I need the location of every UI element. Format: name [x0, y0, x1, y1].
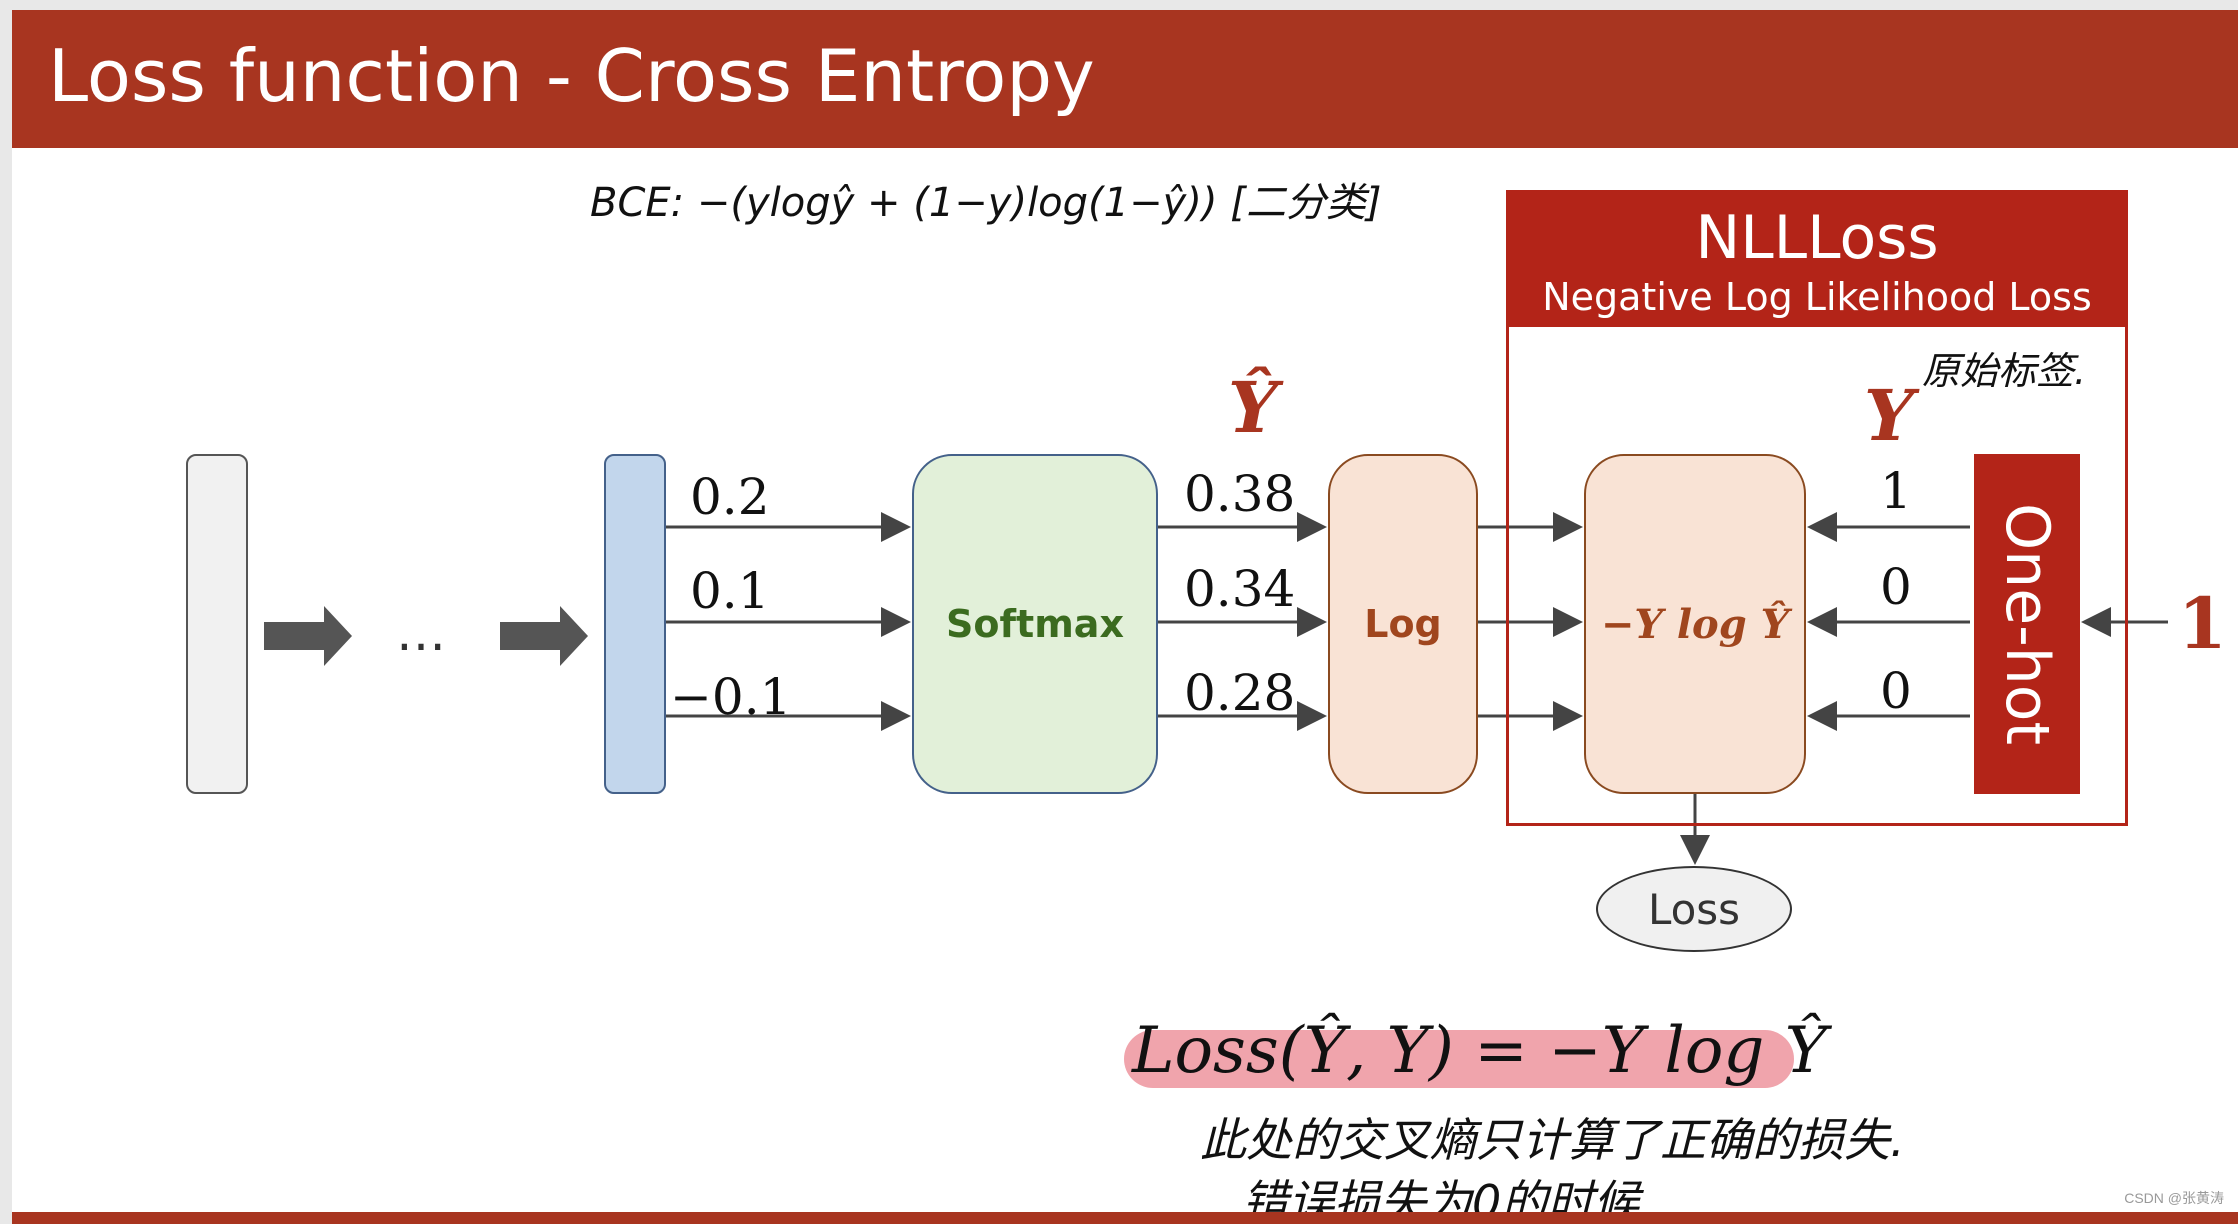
onehot-value: 1	[1880, 462, 1912, 520]
note-line-1: 此处的交叉熵只计算了正确的损失.	[1200, 1113, 1905, 1167]
target-index: 1	[2178, 582, 2227, 665]
y-symbol: Y	[1864, 374, 1914, 457]
block-arrow-1	[264, 606, 352, 666]
nll-title: NLLLoss	[1695, 203, 1939, 273]
bce-note: BCE: −(ylogŷ + (1−y)log(1−ŷ)) [二分类]	[590, 180, 1382, 226]
bottom-bar	[12, 1212, 2238, 1224]
loss-formula: Loss(Ŷ, Y) = −Y log Ŷ	[1132, 1014, 1827, 1088]
softmax-label: Softmax	[946, 602, 1124, 646]
ellipsis: …	[396, 604, 446, 662]
softmax-output-value: 0.38	[1184, 465, 1296, 523]
nll-operation-label: −Y log Ŷ	[1600, 600, 1790, 648]
raw-label-note: 原始标签.	[1922, 349, 2087, 393]
input-vector	[186, 454, 248, 794]
logit-value: 0.2	[690, 468, 770, 526]
nll-subtitle: Negative Log Likelihood Loss	[1542, 275, 2092, 319]
formula-highlight	[1124, 1030, 1794, 1088]
logit-value: −0.1	[670, 668, 792, 726]
nll-operation-block: −Y log Ŷ	[1584, 454, 1806, 794]
onehot-value: 0	[1880, 558, 1912, 616]
y-hat-symbol: Ŷ	[1228, 366, 1278, 449]
logit-vector	[604, 454, 666, 794]
softmax-output-value: 0.28	[1184, 664, 1296, 722]
log-label: Log	[1364, 602, 1442, 646]
logit-value: 0.1	[690, 562, 770, 620]
nll-loss-frame: NLLLoss Negative Log Likelihood Loss	[1506, 190, 2128, 826]
block-arrow-2	[500, 606, 588, 666]
connector-arrows	[264, 512, 2168, 865]
loss-node: Loss	[1596, 866, 1792, 952]
softmax-output-value: 0.34	[1184, 560, 1296, 618]
watermark: CSDN @张黄涛	[2124, 1190, 2224, 1206]
slide: Loss function - Cross Entropy BCE: −(ylo…	[12, 10, 2238, 1224]
title-bar: Loss function - Cross Entropy	[12, 10, 2238, 148]
softmax-block: Softmax	[912, 454, 1158, 794]
slide-title: Loss function - Cross Entropy	[48, 34, 1095, 118]
onehot-block: One-hot	[1974, 454, 2080, 794]
log-block: Log	[1328, 454, 1478, 794]
onehot-label: One-hot	[1992, 502, 2062, 746]
loss-label: Loss	[1647, 884, 1741, 934]
onehot-value: 0	[1880, 662, 1912, 720]
nll-header: NLLLoss Negative Log Likelihood Loss	[1509, 193, 2125, 327]
